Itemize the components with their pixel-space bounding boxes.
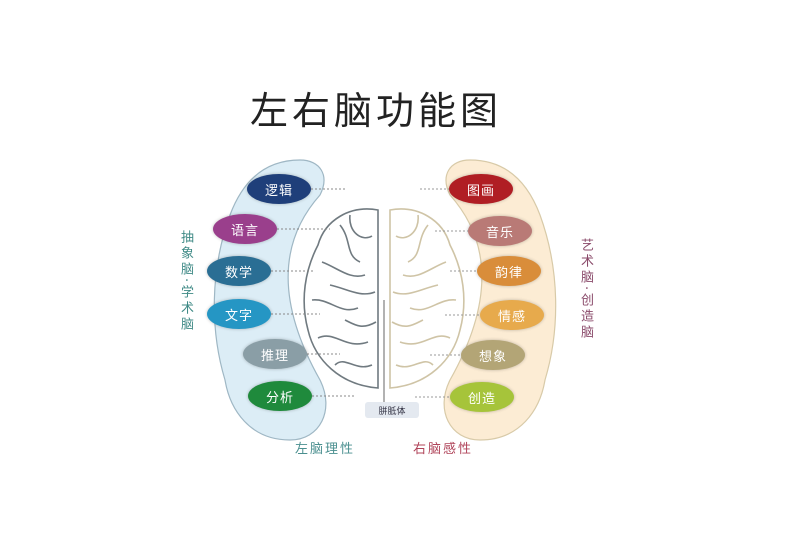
right-function-creativity: 创造 [450, 382, 514, 412]
left-function-language: 语言 [213, 214, 277, 244]
corpus-callosum-label: 胼胝体 [365, 402, 419, 418]
right-function-drawing: 图画 [449, 174, 513, 204]
left-hemisphere [303, 208, 379, 389]
left-bottom-label: 左脑理性 [295, 442, 356, 457]
right-function-emotion: 情感 [480, 300, 544, 330]
left-connectors [271, 188, 355, 397]
page-title: 左右脑功能图 [250, 89, 503, 133]
right-connectors [415, 188, 480, 398]
right-bottom-label: 右脑感性 [413, 442, 474, 457]
right-function-imagination: 想象 [461, 340, 525, 370]
right-side-label: 艺术脑·创造脑 [578, 238, 593, 342]
left-function-writing: 文字 [207, 299, 271, 329]
left-function-logic: 逻辑 [247, 174, 311, 204]
right-function-rhythm: 韵律 [477, 256, 541, 286]
right-function-music: 音乐 [468, 216, 532, 246]
left-function-analysis: 分析 [248, 381, 312, 411]
left-side-label: 抽象脑·学术脑 [178, 230, 193, 334]
right-hemisphere [389, 208, 465, 389]
left-function-reasoning: 推理 [243, 339, 307, 369]
left-function-math: 数学 [207, 256, 271, 286]
